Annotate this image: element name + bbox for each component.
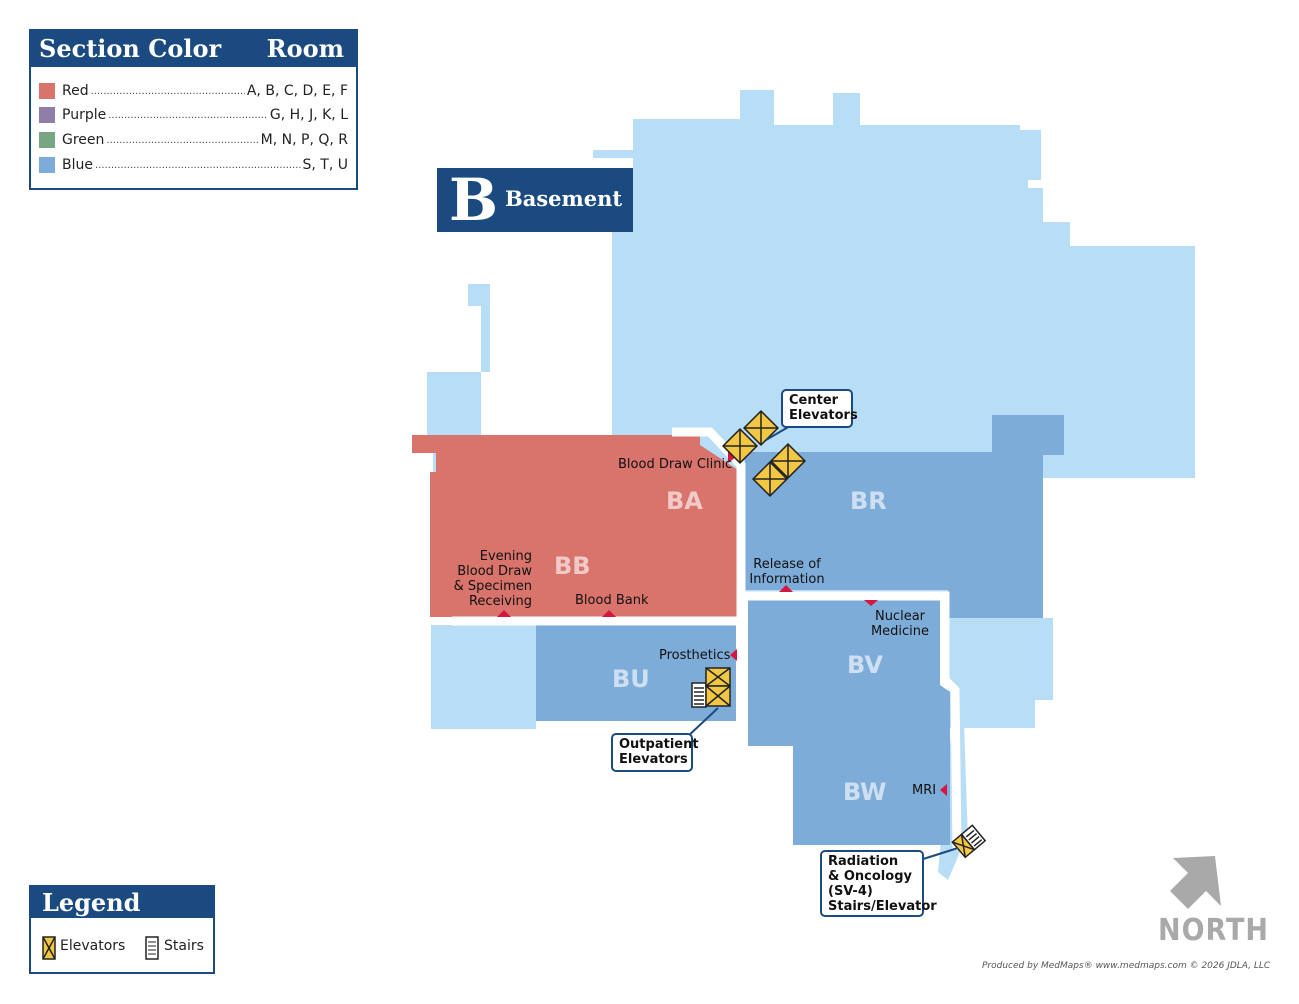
label-blood-draw-clinic: Blood Draw Clinic xyxy=(618,457,733,472)
callout-line: Stairs/Elevator xyxy=(828,899,937,914)
callout-line: Radiation xyxy=(828,854,899,869)
outpatient-leader xyxy=(685,707,719,739)
section-bv xyxy=(748,600,950,845)
label-line: Evening xyxy=(479,549,532,564)
legend-elevators-label: Elevators xyxy=(60,938,126,954)
label-line: Receiving xyxy=(468,594,532,609)
floor-letter: B xyxy=(449,166,499,234)
label-line: Medicine xyxy=(870,624,930,639)
callout-line: (SV-4) xyxy=(828,884,873,899)
callout-radiation-oncology: Radiation & Oncology (SV-4) Stairs/Eleva… xyxy=(820,850,937,917)
dot-leader: ........................................… xyxy=(90,85,245,97)
dot-leader: ........................................… xyxy=(108,109,268,121)
credit-line: Produced by MedMaps® www.medmaps.com © 2… xyxy=(982,961,1271,971)
marker-nuclear-medicine xyxy=(864,600,878,606)
legend-stairs-label: Stairs xyxy=(164,938,204,954)
section-color-title: Section Color xyxy=(39,34,222,63)
section-row-red: Red ....................................… xyxy=(39,81,348,101)
marker-release-info xyxy=(779,585,793,592)
section-name: Red xyxy=(62,83,89,99)
legend-title: Legend xyxy=(31,887,213,918)
floor-label: Basement xyxy=(505,186,623,211)
section-rooms: S, T, U xyxy=(302,157,349,173)
section-rooms: M, N, P, Q, R xyxy=(260,132,348,148)
marker-prosthetics xyxy=(730,649,737,661)
section-label-bb: BB xyxy=(554,552,591,580)
stairs-icon xyxy=(145,936,159,960)
callout-line: Center xyxy=(789,393,839,408)
label-mri: MRI xyxy=(912,783,937,798)
center-elevators-leader xyxy=(765,425,791,441)
outpatient-elevators-icon xyxy=(691,667,731,708)
elevator-icon xyxy=(42,936,56,960)
green-swatch xyxy=(39,132,55,148)
section-color-key: Section Color Room Red .................… xyxy=(29,29,358,190)
section-label-bv: BV xyxy=(847,651,883,679)
section-color-header: Section Color Room xyxy=(31,31,356,67)
purple-swatch xyxy=(39,107,55,123)
corridor-east xyxy=(741,591,962,851)
legend-box: Legend Elevators Stairs xyxy=(29,885,215,974)
label-nuclear-medicine: Nuclear Medicine xyxy=(866,609,934,639)
label-line: Nuclear xyxy=(874,609,926,624)
section-label-bu: BU xyxy=(612,665,650,693)
floor-banner: B Basement xyxy=(437,168,633,232)
marker-mri xyxy=(940,784,947,796)
section-row-purple: Purple .................................… xyxy=(39,105,348,125)
blue-swatch xyxy=(39,157,55,173)
dot-leader: ........................................… xyxy=(106,134,259,146)
callout-center-elevators: Center Elevators xyxy=(781,389,858,428)
label-line: & Specimen xyxy=(453,579,532,594)
label-line: Blood Draw xyxy=(457,564,532,579)
section-name: Green xyxy=(62,132,105,148)
label-release-of-information: Release of Information xyxy=(746,557,828,587)
radiation-leader xyxy=(919,847,959,861)
label-line: Information xyxy=(749,572,825,587)
north-arrow-icon xyxy=(1170,856,1221,909)
red-swatch xyxy=(39,83,55,99)
section-name: Purple xyxy=(62,107,107,123)
center-elevators-icon xyxy=(721,409,807,498)
callout-line: Elevators xyxy=(619,752,688,767)
north-label: NORTH xyxy=(1158,913,1269,948)
label-line: Release of xyxy=(753,557,821,572)
section-row-green: Green ..................................… xyxy=(39,130,348,150)
dot-leader: ........................................… xyxy=(94,159,301,171)
section-br-corner xyxy=(992,415,1064,455)
section-ba-bb xyxy=(412,435,738,617)
section-br xyxy=(745,452,1043,618)
section-rooms: G, H, J, K, L xyxy=(269,107,348,123)
callout-line: & Oncology xyxy=(828,869,912,884)
section-rooms: A, B, C, D, E, F xyxy=(246,83,348,99)
section-name: Blue xyxy=(62,157,93,173)
label-prosthetics: Prosthetics xyxy=(659,648,731,663)
section-label-br: BR xyxy=(850,487,887,515)
radiation-oncology-icon xyxy=(951,824,987,859)
section-row-blue: Blue ...................................… xyxy=(39,155,348,175)
building-south-left xyxy=(431,625,536,729)
label-blood-bank: Blood Bank xyxy=(575,593,649,608)
callout-outpatient-elevators: Outpatient Elevators xyxy=(611,733,699,772)
callout-line: Elevators xyxy=(789,408,858,423)
callout-line: Outpatient xyxy=(619,737,699,752)
marker-blood-bank xyxy=(602,610,616,617)
label-evening-blood-draw: Evening Blood Draw & Specimen Receiving xyxy=(452,549,532,609)
entrance-markers xyxy=(497,451,947,796)
building-annex-top-left xyxy=(593,150,633,158)
section-label-ba: BA xyxy=(666,487,703,515)
section-label-bw: BW xyxy=(843,778,887,806)
room-title: Room xyxy=(266,34,344,63)
marker-evening-blood-draw xyxy=(497,610,511,617)
